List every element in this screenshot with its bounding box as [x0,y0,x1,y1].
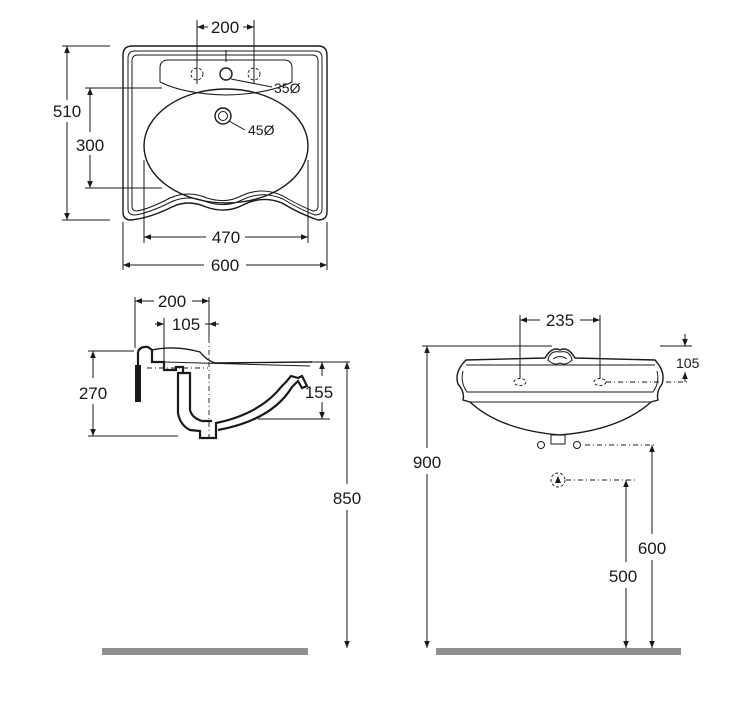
top-total-depth-label: 510 [53,102,81,121]
basin-inner-rim [127,50,323,216]
front-trap [550,472,566,488]
side-depth-label: 200 [158,292,186,311]
basin-outline [122,45,328,221]
top-total-width-label: 600 [211,256,239,275]
front-waste [550,434,566,445]
front-basin [456,348,664,436]
top-bowl-width-label: 470 [212,228,240,247]
top-tap-spacing-label: 200 [211,18,239,37]
side-rim-height-label: 850 [333,489,361,508]
side-view: 200 105 270 155 850 [79,292,361,655]
front-supply-left [537,441,545,449]
tap-deck [159,59,293,96]
front-view: 235 105 900 600 500 [413,311,700,655]
bowl [143,88,309,204]
basin-inner-rim-2 [131,54,319,212]
front-tap-spacing-label: 235 [546,311,574,330]
side-height-label: 270 [79,384,107,403]
side-floor [102,648,308,655]
side-tap-offset-label: 105 [172,315,200,334]
basin-section [136,345,309,440]
wall-bracket [135,365,141,402]
front-ornament [547,351,573,365]
front-supply-height-label: 600 [638,539,666,558]
top-view: 200 35Ø 45Ø 510 300 470 600 [53,18,328,275]
top-tap-hole-label: 35Ø [274,80,301,96]
front-tap-height-label: 105 [676,355,700,371]
top-waste-hole-label: 45Ø [248,122,275,138]
side-bowl-depth-label: 155 [305,383,333,402]
tap-hole-center [219,67,233,81]
waste-hole [214,107,232,125]
front-floor [436,648,681,655]
top-bowl-depth-label: 300 [76,136,104,155]
front-supply-right [573,441,581,449]
front-waste-height-label: 500 [609,567,637,586]
front-total-height-label: 900 [413,453,441,472]
